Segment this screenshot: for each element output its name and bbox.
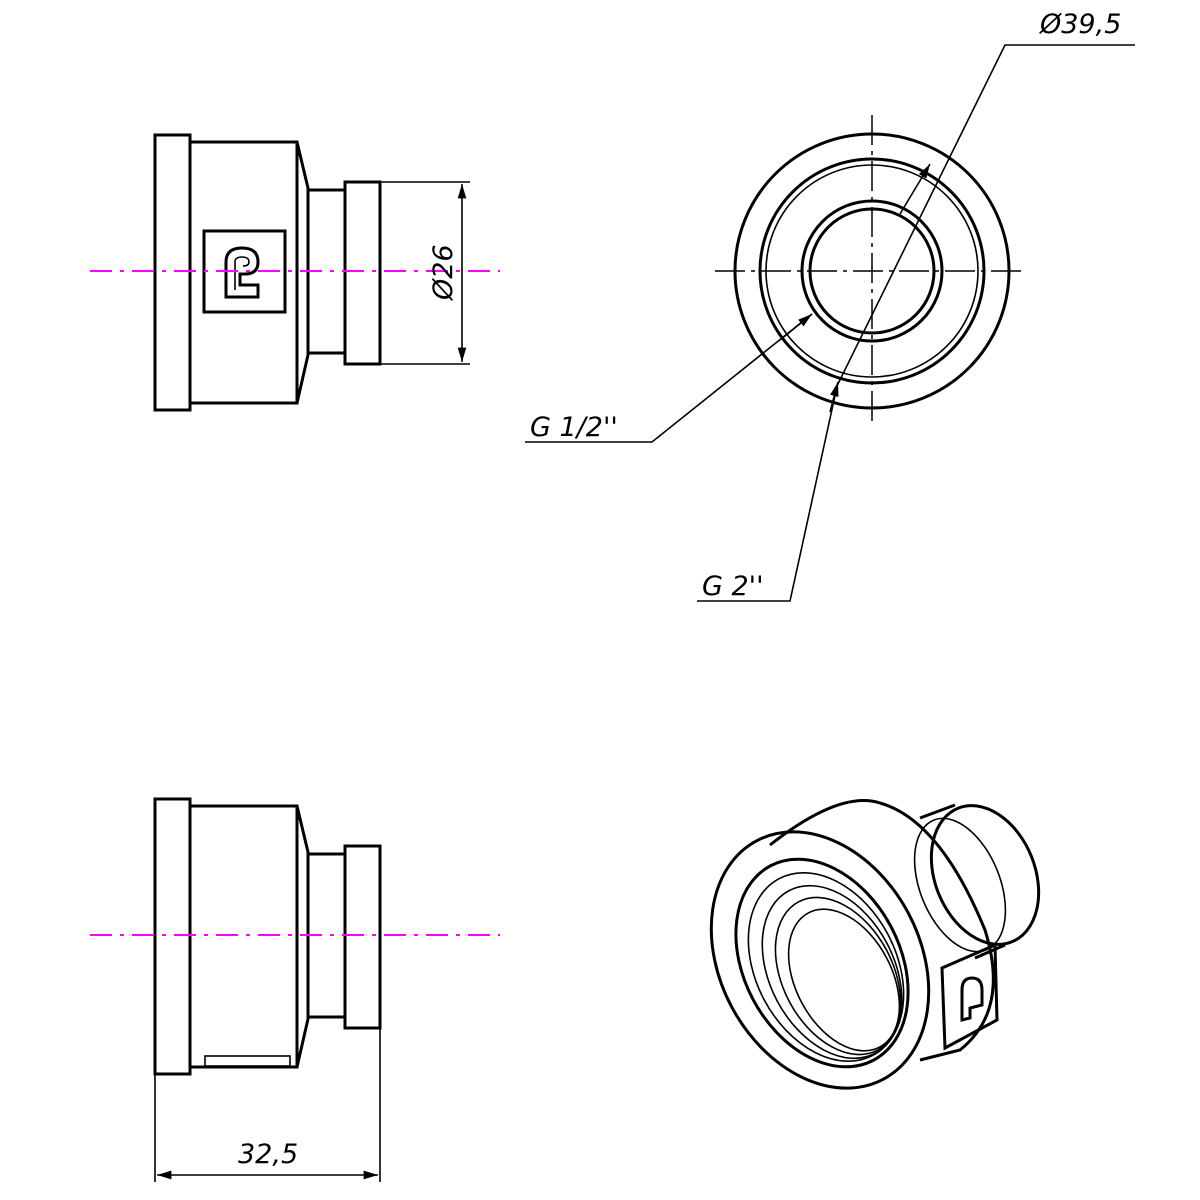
isometric-view xyxy=(709,799,1041,1090)
dim-label-32-5: 32,5 xyxy=(238,1139,298,1170)
dim-label-26: Ø26 xyxy=(428,244,459,301)
thread-label-g-half: G 1/2'' xyxy=(530,412,618,443)
leader-g-2: G 2'' xyxy=(697,381,839,602)
side-view-bottom: 32,5 xyxy=(90,797,500,1182)
dim-label-39-5: Ø39,5 xyxy=(1039,9,1121,40)
logo-mark-iso xyxy=(940,942,999,1051)
end-view: Ø39,5 G 1/2'' G 2'' xyxy=(525,9,1135,602)
dim-length: 32,5 xyxy=(154,1028,381,1182)
dim-diameter-26: Ø26 xyxy=(380,181,470,365)
thread-label-g-2: G 2'' xyxy=(702,571,764,602)
side-view-top: Ø26 xyxy=(90,133,500,412)
leader-diameter-39-5: Ø39,5 xyxy=(834,9,1135,391)
leader-g-half: G 1/2'' xyxy=(525,313,813,443)
